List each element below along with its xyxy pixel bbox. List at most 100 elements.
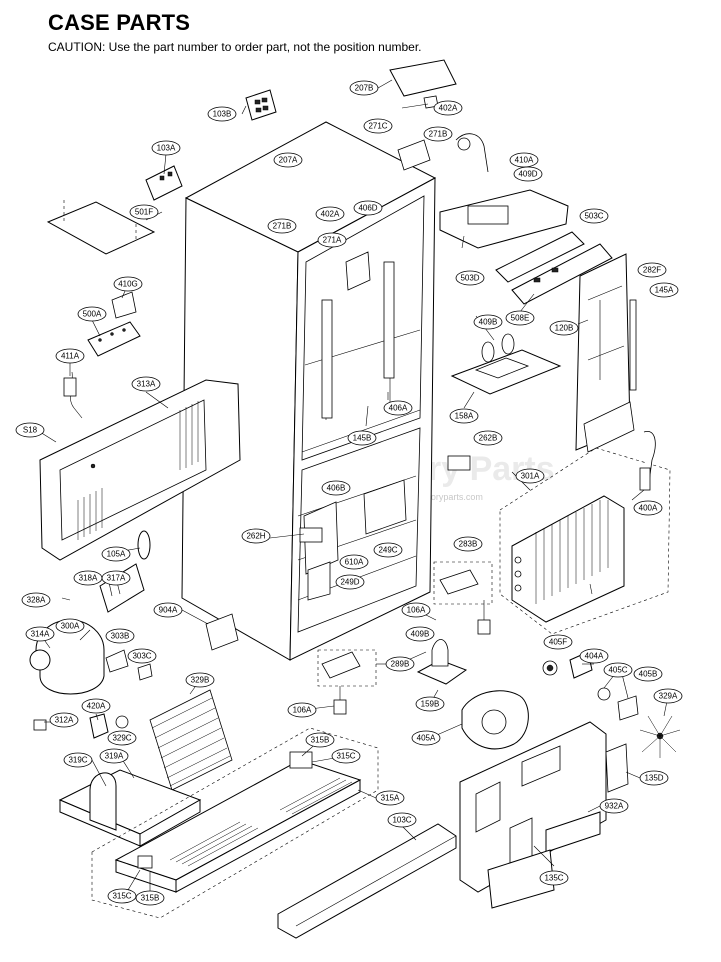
callout-402a-2: 402A	[315, 206, 345, 222]
callout-282f: 282F	[637, 262, 667, 278]
svg-text:312A: 312A	[55, 716, 74, 725]
svg-text:103A: 103A	[157, 144, 176, 153]
leveling-feet-drawing	[333, 600, 491, 715]
svg-text:406B: 406B	[327, 484, 346, 493]
svg-text:319A: 319A	[105, 752, 124, 761]
svg-text:249D: 249D	[340, 578, 359, 587]
callout-283b: 283B	[453, 536, 483, 552]
drain-pan-drawing	[58, 769, 202, 847]
svg-text:207B: 207B	[355, 84, 374, 93]
svg-text:106A: 106A	[407, 606, 426, 615]
svg-text:315A: 315A	[381, 794, 400, 803]
svg-text:328A: 328A	[27, 596, 46, 605]
svg-text:405F: 405F	[549, 638, 567, 647]
svg-text:313A: 313A	[137, 380, 156, 389]
svg-text:103B: 103B	[213, 110, 232, 119]
svg-text:249C: 249C	[378, 546, 397, 555]
callout-508e: 508E	[505, 310, 535, 326]
callout-318a: 318A	[73, 570, 103, 586]
callout-271a: 271A	[317, 232, 347, 248]
svg-text:289B: 289B	[391, 660, 410, 669]
callout-s18: S18	[15, 422, 45, 438]
callout-503d: 503D	[455, 270, 485, 286]
svg-text:315B: 315B	[311, 736, 330, 745]
fan-motor-drawing	[461, 651, 681, 758]
callout-145b: 145B	[347, 430, 377, 446]
svg-text:503C: 503C	[584, 212, 603, 221]
callout-319a: 319A	[99, 748, 129, 764]
callout-315b: 315B	[305, 732, 335, 748]
svg-text:508E: 508E	[511, 314, 530, 323]
callout-158a: 158A	[449, 408, 479, 424]
callout-106a-2: 106A	[287, 702, 317, 718]
svg-text:405A: 405A	[417, 734, 436, 743]
svg-text:501F: 501F	[135, 208, 153, 217]
callout-271b-2: 271B	[267, 218, 297, 234]
callout-120b: 120B	[549, 320, 579, 336]
page-title: CASE PARTS	[48, 10, 191, 35]
svg-text:404A: 404A	[585, 652, 604, 661]
svg-text:262H: 262H	[246, 532, 265, 541]
callout-405f: 405F	[543, 634, 573, 650]
callout-315c-2: 315C	[107, 888, 137, 904]
callout-420a: 420A	[81, 698, 111, 714]
svg-text:400A: 400A	[639, 504, 658, 513]
svg-text:405B: 405B	[639, 670, 658, 679]
condenser-coil-drawing	[149, 689, 233, 791]
shelf-drawing	[416, 333, 562, 685]
svg-text:314A: 314A	[31, 630, 50, 639]
control-panel-drawing	[39, 379, 241, 561]
callout-904a: 904A	[153, 602, 183, 618]
svg-text:145A: 145A	[655, 286, 674, 295]
callout-135d: 135D	[639, 770, 669, 786]
back-cover-drawing	[459, 721, 629, 909]
evaporator-coil-drawing	[499, 431, 671, 635]
callout-328a: 328A	[21, 592, 51, 608]
callout-103a: 103A	[151, 140, 181, 156]
callout-labels: 207B 402A 103B 271C 271B 410A 409D 103A …	[15, 80, 683, 906]
svg-text:106A: 106A	[293, 706, 312, 715]
svg-text:317A: 317A	[107, 574, 126, 583]
svg-text:319C: 319C	[68, 756, 87, 765]
callout-105a: 105A	[101, 546, 131, 562]
callout-103c: 103C	[387, 812, 417, 828]
svg-text:283B: 283B	[459, 540, 478, 549]
callout-329c: 329C	[107, 730, 137, 746]
callout-249d: 249D	[335, 574, 365, 590]
callout-207a: 207A	[273, 152, 303, 168]
callout-405b: 405B	[633, 666, 663, 682]
callout-207b: 207B	[349, 80, 379, 96]
callout-319c: 319C	[63, 752, 93, 768]
svg-text:329A: 329A	[659, 692, 678, 701]
svg-text:103C: 103C	[392, 816, 411, 825]
callout-406b: 406B	[321, 480, 351, 496]
svg-text:410G: 410G	[118, 280, 138, 289]
callout-406a: 406A	[383, 400, 413, 416]
svg-text:282F: 282F	[643, 266, 661, 275]
svg-text:135C: 135C	[544, 874, 563, 883]
callout-329b: 329B	[185, 672, 215, 688]
svg-text:303B: 303B	[111, 632, 130, 641]
svg-text:300A: 300A	[61, 622, 80, 631]
svg-text:402A: 402A	[439, 104, 458, 113]
svg-text:271A: 271A	[323, 236, 342, 245]
svg-text:420A: 420A	[87, 702, 106, 711]
callout-159b: 159B	[415, 696, 445, 712]
callout-503c: 503C	[579, 208, 609, 224]
svg-text:207A: 207A	[279, 156, 298, 165]
callout-501f: 501F	[129, 204, 159, 220]
callout-405c: 405C	[603, 662, 633, 678]
callout-314a: 314A	[25, 626, 55, 642]
callout-410g: 410G	[113, 276, 143, 292]
svg-text:411A: 411A	[61, 352, 80, 361]
svg-text:271B: 271B	[273, 222, 292, 231]
callout-315c: 315C	[331, 748, 361, 764]
callout-315a: 315A	[375, 790, 405, 806]
callout-406d: 406D	[353, 200, 383, 216]
svg-text:158A: 158A	[455, 412, 474, 421]
svg-text:932A: 932A	[605, 802, 624, 811]
svg-text:120B: 120B	[555, 324, 574, 333]
callout-271b: 271B	[423, 126, 453, 142]
svg-text:904A: 904A	[159, 606, 178, 615]
